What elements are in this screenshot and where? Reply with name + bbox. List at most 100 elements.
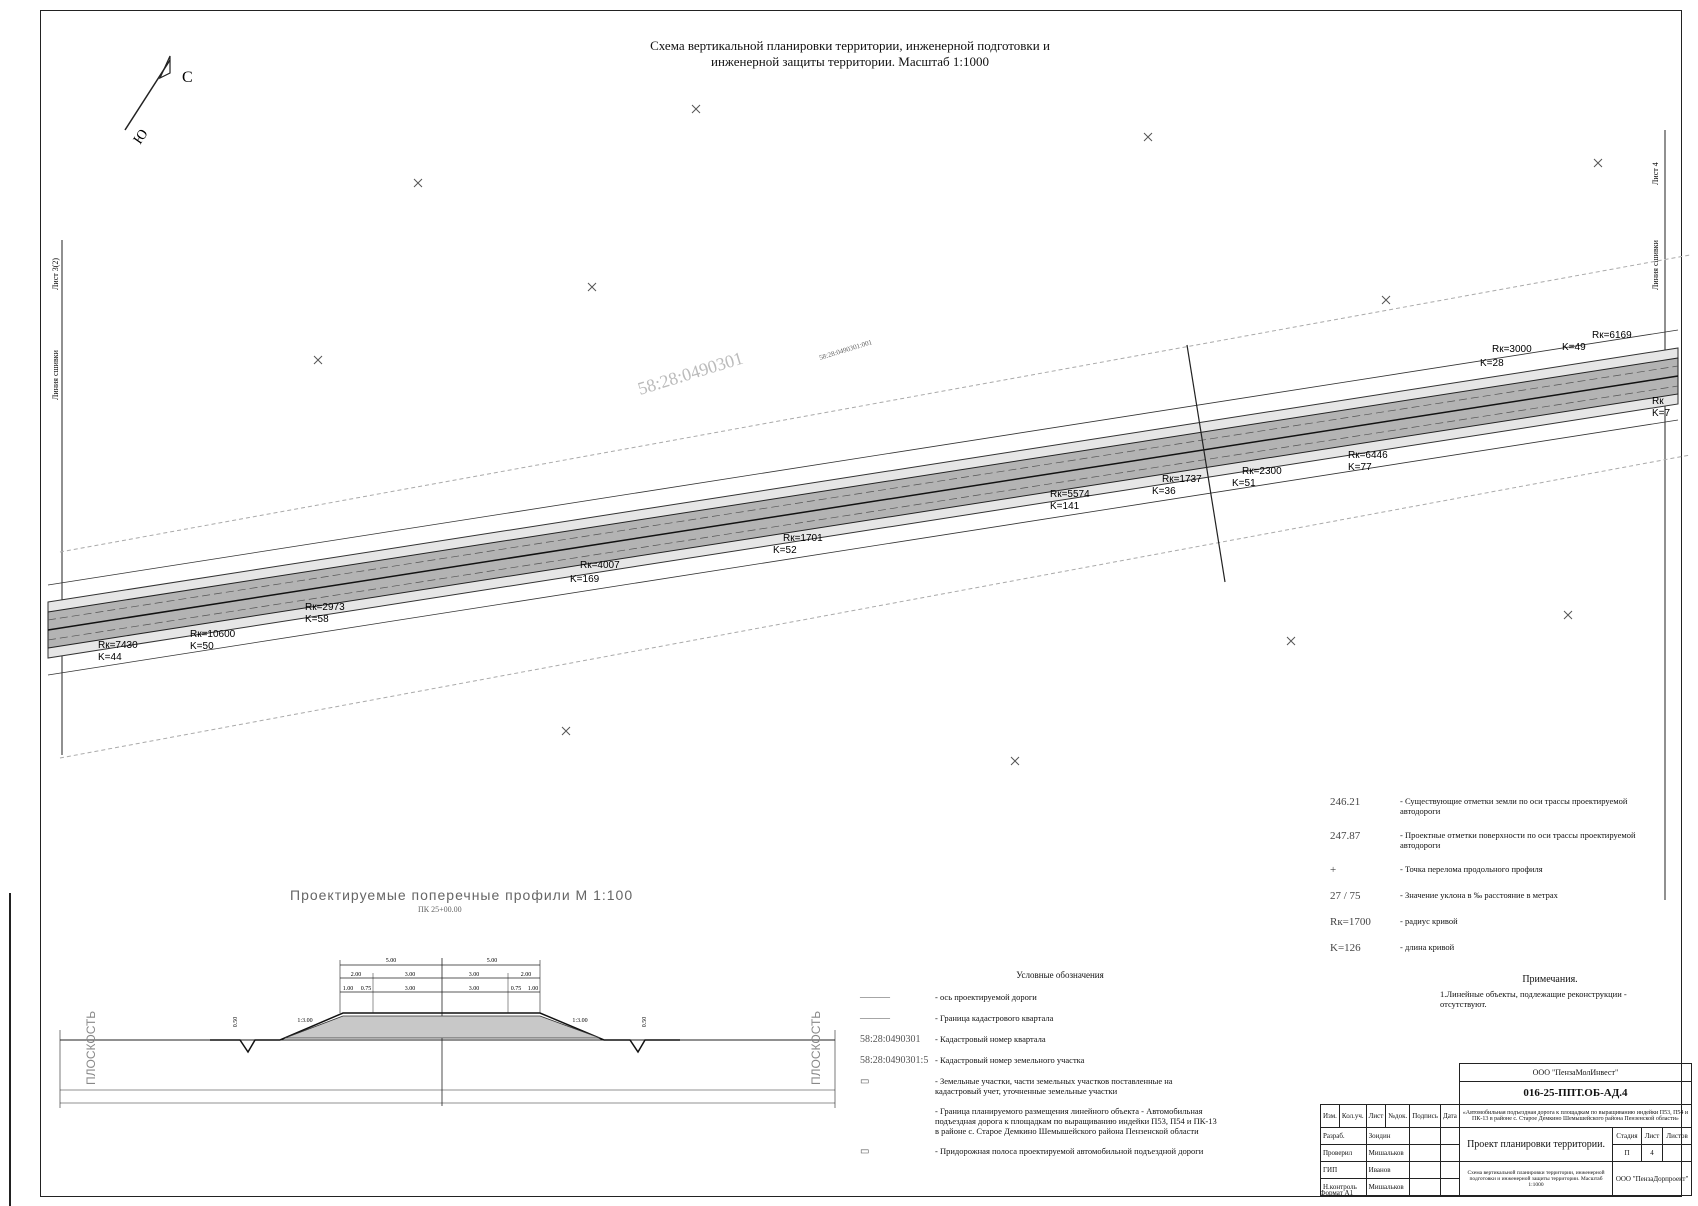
legend-item: - Граница планируемого размещения линейн… [935, 1106, 1217, 1136]
curve-radius: Rк=7430 [98, 640, 138, 651]
legend-item: 246.21- Существующие отметки земли по ос… [1330, 796, 1628, 816]
dim-low: 3.00 [405, 986, 416, 992]
stamp-stage-header: Стадия [1612, 1127, 1642, 1146]
legend-item: ———- Граница кадастрового квартала [860, 1013, 1054, 1024]
curve-radius: Rк=4007 [580, 560, 620, 571]
road-corridor [47, 329, 1679, 676]
curve-radius: Rк=5574 [1050, 489, 1090, 500]
slope-left: 1:3.00 [297, 1018, 312, 1024]
curve-radius: Rк=1701 [783, 533, 823, 544]
curve-length: K=36 [1152, 486, 1176, 497]
kvartal-boundary-upper [59, 254, 1691, 553]
curve-length: K=50 [190, 641, 214, 652]
cross-section-picket: ПК 25+00.00 [418, 905, 462, 914]
stamp-col: Лист [1365, 1104, 1387, 1129]
match-label-right: Линия сшивки [1651, 239, 1660, 290]
dim-low: 0.75 [361, 986, 372, 992]
sheet-label-right: Лист 4 [1651, 162, 1660, 185]
stamp-col: №док. [1385, 1104, 1411, 1129]
dim-mid: 2.00 [521, 972, 532, 978]
curve-length: K=51 [1232, 478, 1256, 489]
curve-radius: Rк=2300 [1242, 466, 1282, 477]
ditch-depth-left: 0.50 [233, 1017, 239, 1028]
road-axis [47, 375, 1679, 631]
curve-length: K=77 [1348, 462, 1372, 473]
parcel-number: 58:28:0490301:001 [818, 338, 873, 362]
stamp-company: ООО "ПензаМолИнвест" [1458, 1062, 1693, 1083]
grid-marks [313, 104, 1603, 766]
legend-item: 27 / 75- Значение уклона в ‰ расстояние … [1330, 890, 1558, 902]
curve-radius: Rк=6169 [1592, 330, 1632, 341]
legend-item: ▭- Земельные участки, части земельных уч… [860, 1076, 1173, 1096]
legend-header: Условные обозначения [1016, 970, 1104, 980]
stamp-sheet: 4 [1640, 1144, 1664, 1163]
title-line-2: инженерной защиты территории. Масштаб 1:… [711, 54, 989, 69]
section-line [1186, 344, 1226, 583]
title-block: ООО "ПензаМолИнвест" 016-25-ППТ.ОБ-АД.4 … [1320, 1062, 1693, 1196]
south-label: Ю [131, 127, 152, 147]
legend-item: 247.87- Проектные отметки поверхности по… [1330, 830, 1636, 850]
stamp-sheets-header: Листов [1662, 1127, 1692, 1146]
notes-header: Примечания. [1522, 974, 1578, 985]
curve-length: K=169 [570, 574, 600, 585]
legend-symbols: Условные обозначения ———- ось проектируе… [860, 970, 1220, 1167]
dim-top-left: 5.00 [386, 958, 397, 964]
dim-low: 1.00 [528, 986, 539, 992]
slope-right: 1:3.00 [572, 1018, 587, 1024]
stamp-name: Мишальков [1365, 1144, 1411, 1163]
curve-length: K=58 [305, 614, 329, 625]
kvartal-number: 58:28:0490301 [635, 348, 745, 399]
curve-length: K=28 [1480, 358, 1504, 369]
curve-length: K=141 [1050, 501, 1080, 512]
notes-text: 1.Линейные объекты, подлежащие реконстру… [1440, 989, 1627, 1009]
dim-low: 0.75 [511, 986, 522, 992]
legend-item: 58:28:0490301- Кадастровый номер квартал… [860, 1034, 1046, 1045]
kvartal-boundary-lower [59, 454, 1691, 759]
curve-radius: Rк=10600 [190, 629, 236, 640]
stamp-sheets [1662, 1144, 1692, 1163]
stamp-name: Мишальков [1365, 1178, 1411, 1196]
ditch-depth-right: 0.50 [642, 1017, 648, 1028]
curve-radius: Rк=6446 [1348, 450, 1388, 461]
curve-labels: Rк=7430 K=44 Rк=10600 K=50 Rк=2973 K=58 … [98, 330, 1671, 663]
match-label-left: Линия сшивки [51, 349, 60, 400]
legend-item: ▭- Придорожная полоса проектируемой авто… [860, 1146, 1204, 1157]
dim-low: 3.00 [469, 986, 480, 992]
dim-top-right: 5.00 [487, 958, 498, 964]
stamp-role: ГИП [1320, 1161, 1367, 1180]
notes: Примечания. 1.Линейные объекты, подлежащ… [1440, 974, 1660, 1009]
stamp-role: Разраб. [1320, 1127, 1367, 1146]
title-line-1: Схема вертикальной планировки территории… [650, 38, 1050, 53]
north-arrow-icon: С Ю [124, 55, 193, 147]
stamp-name: Зоидин [1365, 1127, 1411, 1146]
stamp-col: Кол.уч. [1338, 1104, 1367, 1129]
side-label-left: ПЛОСКОСТЬ [84, 1011, 98, 1085]
stamp-org: ООО "ПензаДорпроект" [1612, 1161, 1692, 1196]
stamp-role: Н.контроль [1320, 1178, 1367, 1196]
stamp-sheet-header: Лист [1640, 1127, 1664, 1146]
legend-item: +- Точка перелома продольного профиля [1330, 864, 1543, 876]
cross-section-title: Проектируемые поперечные профили М 1:100 [290, 887, 634, 903]
stamp-role: Проверил [1320, 1144, 1367, 1163]
curve-length: K=49 [1562, 342, 1586, 353]
stamp-col: Подпись [1409, 1104, 1441, 1129]
side-label-right: ПЛОСКОСТЬ [809, 1011, 823, 1085]
sheet-label-left: Лист 3(2) [51, 258, 60, 290]
stamp-col: Дата [1439, 1104, 1460, 1129]
stamp-doc-title: Проект планировки территории. [1458, 1127, 1614, 1163]
legend-elevations: 246.21- Существующие отметки земли по ос… [1330, 796, 1660, 968]
drawing-title: Схема вертикальной планировки территории… [560, 38, 1140, 70]
drawing-frame [40, 10, 1682, 1197]
stamp-name: Иванов [1365, 1161, 1411, 1180]
dim-mid: 2.00 [351, 972, 362, 978]
stamp-col: Изм. [1320, 1104, 1340, 1129]
dim-mid: 3.00 [405, 972, 416, 978]
curve-length: K=44 [98, 652, 122, 663]
curve-radius: Rк [1652, 396, 1664, 407]
dim-mid: 3.00 [469, 972, 480, 978]
north-label: С [182, 69, 193, 86]
format-label: Формат А1 [1320, 1189, 1354, 1197]
stamp-stage: П [1612, 1144, 1642, 1163]
curve-radius: Rк=2973 [305, 602, 345, 613]
